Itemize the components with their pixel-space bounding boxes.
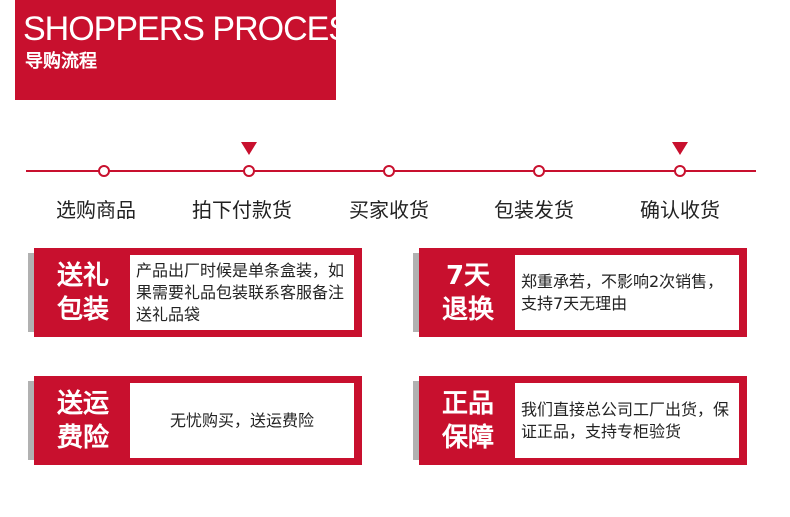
feature-title: 送礼 包装 [42,256,124,329]
step-label-5: 确认收货 [640,198,720,222]
header-banner: SHOPPERS PROCESS 导购流程 [15,0,373,100]
header-title-en: SHOPPERS PROCESS [23,10,373,48]
timeline-marker-2 [241,142,257,155]
feature-title: 7天 退换 [427,256,509,329]
feature-title-line-2: 退换 [441,294,494,325]
feature-card-7day-return: 7天 退换 郑重承若，不影响2次销售，支持7天无理由 [413,248,747,337]
step-label-2: 拍下付款货 [192,198,292,222]
feature-title: 送运 费险 [42,384,124,457]
feature-title-line-1: 正品 [441,388,494,419]
feature-title-line-1: 送运 [56,388,109,419]
feature-description: 产品出厂时候是单条盒装，如果需要礼品包装联系客服备注送礼品袋 [130,255,354,330]
step-label-1: 选购商品 [56,198,136,222]
feature-title-line-1: 7天 [445,260,491,291]
process-timeline: 选购商品 拍下付款货 买家收货 包装发货 确认收货 [0,130,790,230]
step-label-4: 包装发货 [494,198,574,222]
timeline-marker-5 [672,142,688,155]
feature-description: 我们直接总公司工厂出货，保证正品，支持专柜验货 [515,383,739,458]
header-title-cn: 导购流程 [25,51,97,72]
feature-card-gift-wrap: 送礼 包装 产品出厂时候是单条盒装，如果需要礼品包装联系客服备注送礼品袋 [28,248,362,337]
feature-card-shipping-insurance: 送运 费险 无忧购买，送运费险 [28,376,362,465]
feature-title-line-2: 包装 [56,294,109,325]
feature-card-genuine-guarantee: 正品 保障 我们直接总公司工厂出货，保证正品，支持专柜验货 [413,376,747,465]
timeline-node-3 [383,165,395,177]
feature-title-line-2: 费险 [56,422,109,453]
timeline-node-2 [243,165,255,177]
step-label-3: 买家收货 [349,198,429,222]
timeline-node-1 [98,165,110,177]
feature-title-line-2: 保障 [441,422,494,453]
feature-title-line-1: 送礼 [56,260,109,291]
feature-description: 无忧购买，送运费险 [130,383,354,458]
timeline-node-5 [674,165,686,177]
feature-description: 郑重承若，不影响2次销售，支持7天无理由 [515,255,739,330]
feature-title: 正品 保障 [427,384,509,457]
timeline-node-4 [533,165,545,177]
